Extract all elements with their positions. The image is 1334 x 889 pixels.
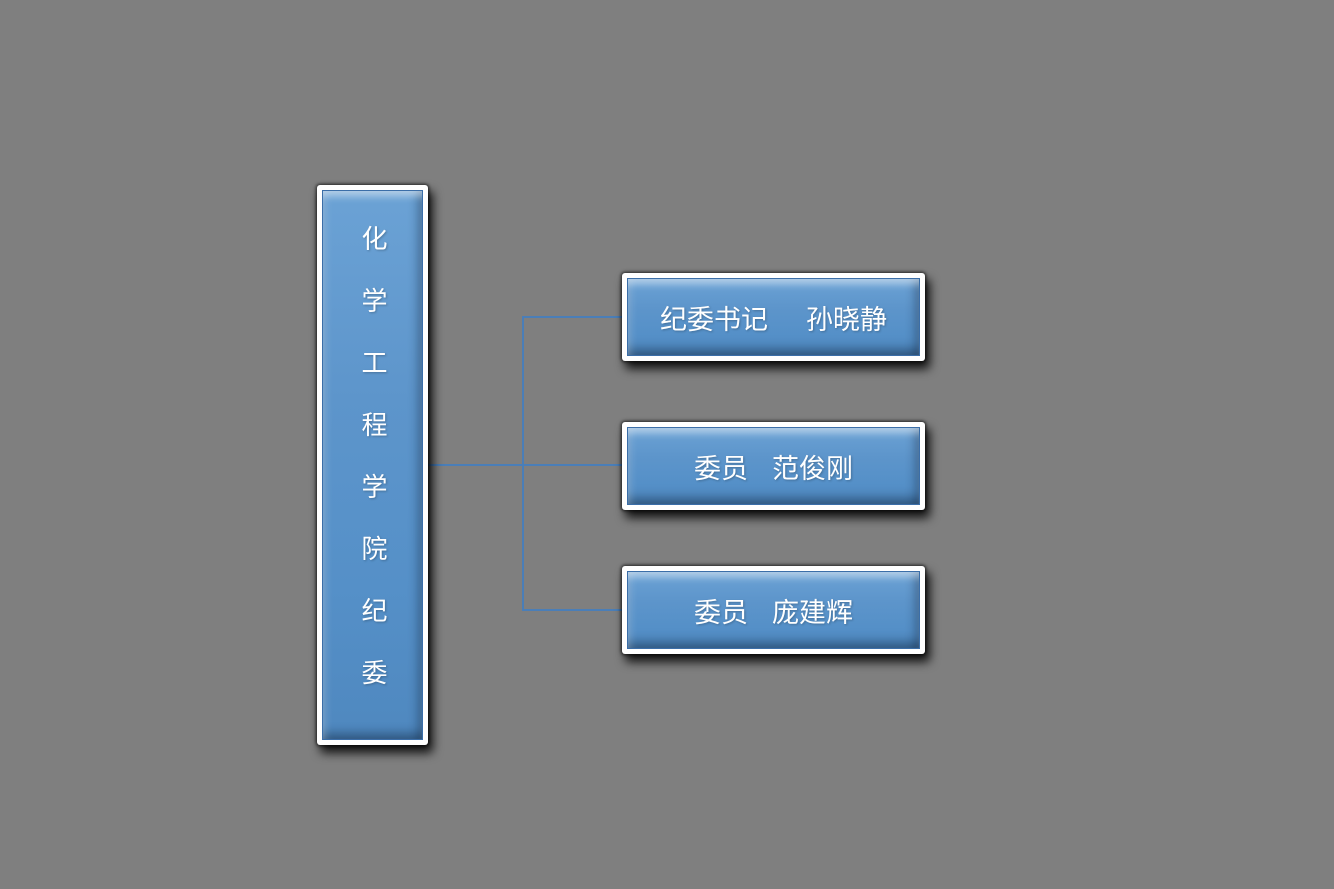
- member-node-1: 委员 范俊刚: [622, 422, 925, 510]
- member-name: 庞建辉: [772, 597, 853, 629]
- member-name: 孙晓静: [806, 304, 887, 336]
- connector-root-to-spine: [424, 464, 630, 466]
- connector-vertical-spine: [522, 316, 524, 611]
- member-node-2: 委员 庞建辉: [622, 566, 925, 654]
- member-1-text: 委员 范俊刚: [694, 447, 853, 486]
- org-root-node: 化学工程学院纪委: [317, 185, 428, 745]
- org-root-label: 化学工程学院纪委: [357, 225, 387, 721]
- member-node-secretary: 纪委书记 孙晓静: [622, 273, 925, 361]
- member-name: 范俊刚: [772, 453, 853, 485]
- connector-branch-top: [522, 316, 630, 318]
- member-node-1-face: 委员 范俊刚: [627, 427, 920, 505]
- org-root-node-face: 化学工程学院纪委: [322, 190, 423, 740]
- member-2-text: 委员 庞建辉: [694, 591, 853, 630]
- connector-branch-bottom: [522, 609, 630, 611]
- member-node-2-face: 委员 庞建辉: [627, 571, 920, 649]
- member-role: 纪委书记: [660, 304, 768, 336]
- member-node-secretary-face: 纪委书记 孙晓静: [627, 278, 920, 356]
- member-role: 委员: [694, 597, 748, 629]
- member-secretary-text: 纪委书记 孙晓静: [660, 298, 887, 337]
- member-role: 委员: [694, 453, 748, 485]
